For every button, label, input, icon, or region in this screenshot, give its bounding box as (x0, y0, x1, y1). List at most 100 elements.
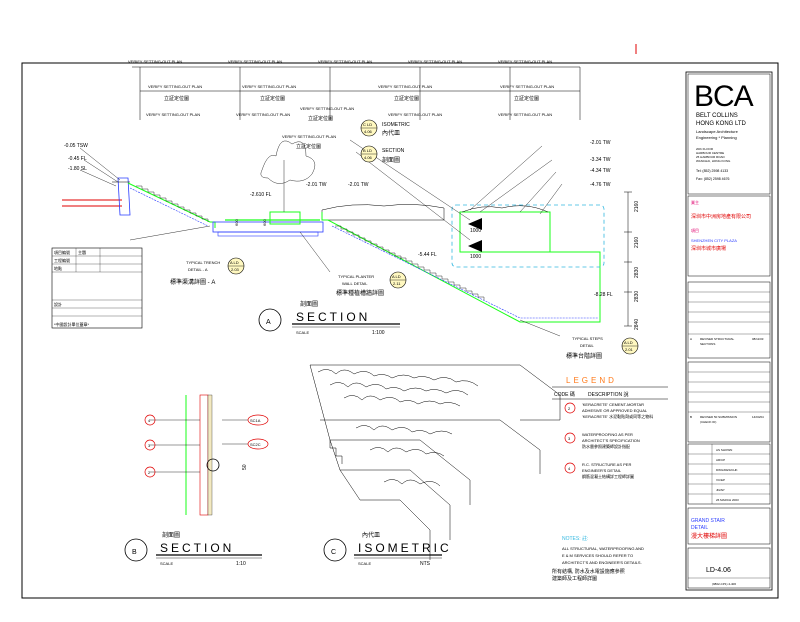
svg-text:項目編號: 項目編號 (54, 249, 70, 255)
verify-label: VERIFY SETTING-OUT PLAN (378, 84, 432, 89)
svg-text:SCALE: SCALE (358, 561, 371, 566)
svg-text:R.C. STRUCTURE AS PER: R.C. STRUCTURE AS PER (582, 462, 631, 467)
steps-detail-ref[interactable]: TYPICAL STEPS DETAIL 標準台階詳圖 A LD 2.01 (566, 336, 639, 360)
trench-detail-ref[interactable]: TYPICAL TRENCH DETAIL - A 標準渠溝詳圖 - A A L… (170, 257, 245, 286)
sheet-border (21, 62, 779, 599)
level-label: -2.01 TW (306, 182, 327, 188)
svg-text:1:100: 1:100 (372, 330, 385, 336)
verify-label: VERIFY SETTING-OUT PLAN (148, 84, 202, 89)
planter-detail-ref[interactable]: TYPICAL PLANTER WALL DETAIL 標準種植槽牆詳圖 A L… (336, 271, 407, 297)
svg-text:TYPICAL TRENCH: TYPICAL TRENCH (186, 260, 220, 265)
notes: NOTES: 註: ALL STRUCTURAL, WATERPROOFING … (552, 535, 644, 582)
legend-title: LEGEND (566, 376, 617, 385)
dim-label: 1000 (470, 228, 481, 234)
verify-cn: 立証定位圖 (394, 95, 419, 102)
level-label: -2.01 TW (348, 182, 369, 188)
svg-text:ARCHITECT'S AND ENGINEER'S DET: ARCHITECT'S AND ENGINEER'S DETAILS. (562, 560, 642, 565)
svg-text:內代皿: 內代皿 (362, 531, 380, 539)
svg-text:剖面圖: 剖面圖 (382, 156, 400, 164)
callout-section[interactable]: B LD 4.06 SECTION 剖面圖 (360, 145, 405, 164)
level-label: -4.76 TW (590, 182, 611, 188)
svg-text:ARCHITECT'S SPECIFICATION: ARCHITECT'S SPECIFICATION (582, 438, 640, 443)
verify-cn: 立証定位圖 (260, 95, 285, 102)
dim-label: 2160 (634, 201, 640, 212)
svg-text:防水層參照建築師設計指配: 防水層參照建築師設計指配 (582, 443, 630, 449)
callout-isometric[interactable]: C LD 4.06 ISOMETRIC 內代皿 (360, 119, 410, 137)
svg-text:14/04/04: 14/04/04 (752, 415, 764, 419)
detail-b-tags: 4 3 2 SC1A SC2C 50 (144, 414, 269, 478)
svg-text:'KERACRETE' 水泥黏貼劑或同等之物料: 'KERACRETE' 水泥黏貼劑或同等之物料 (582, 413, 653, 419)
svg-text:REVISED STRUCTURAL: REVISED STRUCTURAL (700, 337, 735, 341)
svg-text:20th FLOOR: 20th FLOOR (696, 147, 714, 151)
dim-label: 2830 (634, 267, 640, 278)
svg-text:A LD: A LD (624, 340, 633, 345)
client-name: 深圳市中洲房地產有限公司 (691, 213, 751, 220)
svg-text:*中國設計單位蓋章*: *中國設計單位蓋章* (54, 321, 90, 327)
svg-text:A LD: A LD (230, 260, 239, 265)
svg-text:1:10: 1:10 (236, 561, 246, 567)
svg-text:業主: 業主 (691, 199, 699, 205)
level-label: -3.34 TW (590, 157, 611, 163)
verify-label: VERIFY SETTING-OUT PLAN (236, 112, 290, 117)
svg-text:REVISED 50 SUBMISSION: REVISED 50 SUBMISSION (700, 415, 737, 419)
verify-label: VERIFY SETTING-OUT PLAN (318, 59, 372, 64)
svg-text:3: 3 (148, 443, 151, 448)
svg-text:DETAIL: DETAIL (580, 343, 594, 348)
svg-text:DETAIL - A: DETAIL - A (188, 267, 208, 272)
dim-label: 600 (234, 219, 239, 226)
svg-text:VC/EP: VC/EP (716, 478, 725, 482)
svg-text:深圳市城市廣場: 深圳市城市廣場 (691, 245, 726, 252)
svg-text:WATERPROOFING AS PER: WATERPROOFING AS PER (582, 432, 633, 437)
svg-text:鋼筋混凝土結構詳工程師詳圖: 鋼筋混凝土結構詳工程師詳圖 (582, 473, 634, 479)
dimension-labels: 2160 2160 2830 2830 2840 1000 1000 600 6… (234, 201, 640, 330)
verify-label: VERIFY SETTING-OUT PLAN (228, 59, 282, 64)
company-logo: BCA (694, 80, 754, 113)
svg-text:26 MARCH 2003: 26 MARCH 2003 (716, 498, 739, 502)
svg-text:NTS: NTS (420, 561, 431, 567)
svg-text:Tel: (852) 2598 4133: Tel: (852) 2598 4133 (696, 169, 728, 173)
legend: LEGEND CODE 碼 DESCRIPTION 說 2 'KERACRETE… (552, 376, 668, 479)
svg-text:4.06: 4.06 (364, 129, 373, 134)
svg-text:所有結構, 防水及水電設施應參照: 所有結構, 防水及水電設施應參照 (552, 568, 625, 575)
level-labels: -0.05 TSW -0.45 FL -1.80 SL -2.610 FL -2… (64, 140, 613, 298)
svg-text:Landscape Architecture: Landscape Architecture (696, 129, 739, 134)
svg-text:DETAIL: DETAIL (691, 525, 708, 531)
svg-text:4.06: 4.06 (364, 155, 373, 160)
notes-title: NOTES: 註: (562, 535, 588, 542)
drawing-number: LD-4.06 (706, 567, 731, 574)
svg-text:DWG/DES/CHK: DWG/DES/CHK (716, 468, 738, 472)
svg-text:ISOMETRIC: ISOMETRIC (382, 122, 410, 128)
svg-text:TYPICAL PLANTER: TYPICAL PLANTER (338, 274, 374, 279)
section-c-title: C 內代皿 ISOMETRIC SCALE NTS (323, 531, 449, 567)
section-a-title: A 剖面圖 SECTION SCALE 1:100 (258, 300, 400, 336)
svg-text:2.03: 2.03 (231, 267, 240, 272)
title-block: BCA BELT COLLINS HONG KONG LTD Landscape… (685, 71, 773, 591)
svg-text:剖面圖: 剖面圖 (162, 531, 180, 539)
section-title: SECTION (296, 310, 370, 324)
dim-label: 1000 (470, 254, 481, 260)
level-label: -2.610 FL (250, 192, 272, 198)
svg-text:3: 3 (568, 436, 571, 441)
svg-text:(CHECK ID): (CHECK ID) (700, 420, 716, 424)
svg-text:ADHESIVE OR APPROVED EQUAL: ADHESIVE OR APPROVED EQUAL (582, 408, 648, 413)
verify-cn: 立証定位圖 (308, 115, 333, 122)
verify-label: VERIFY SETTING-OUT PLAN (146, 112, 200, 117)
svg-text:標準渠溝詳圖 - A: 標準渠溝詳圖 - A (170, 278, 215, 286)
section-title: SECTION (160, 541, 234, 555)
svg-text:A: A (690, 337, 692, 341)
level-label: -2.01 TW (590, 140, 611, 146)
section-b-drawing (150, 394, 248, 516)
svg-text:CODE 碼: CODE 碼 (554, 392, 575, 398)
dim-label: 2840 (634, 319, 640, 330)
svg-text:SCALE: SCALE (296, 330, 309, 335)
svg-text:內代皿: 內代皿 (382, 129, 400, 137)
svg-text:4: 4 (568, 466, 571, 471)
svg-text:SECTION: SECTION (382, 148, 405, 154)
svg-text:主題: 主題 (78, 249, 86, 255)
svg-text:Engineering * Planning: Engineering * Planning (696, 135, 737, 140)
svg-text:ALL STRUCTURAL, WATERPROOFING: ALL STRUCTURAL, WATERPROOFING AND (562, 546, 644, 551)
svg-text:SC1A: SC1A (250, 418, 261, 423)
level-label: -0.45 FL (68, 156, 87, 162)
section-b-title: B 剖面圖 SECTION SCALE 1:10 (124, 531, 262, 567)
